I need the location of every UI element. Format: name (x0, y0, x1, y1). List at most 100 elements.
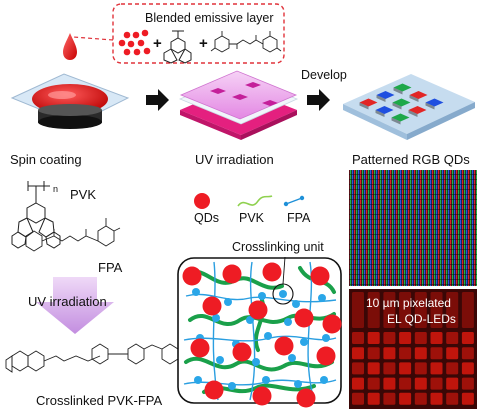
legend-fpa-label: FPA (287, 211, 311, 225)
el-pixel (430, 377, 443, 390)
process-arrow-2 (307, 89, 330, 111)
crosslinked-label: Crosslinked PVK-FPA (36, 393, 163, 408)
el-pixel (446, 377, 459, 390)
rgb-pixel (391, 113, 410, 122)
el-pixel (399, 377, 412, 390)
fpa-node (194, 376, 202, 384)
el-pixel (414, 292, 427, 328)
uv-big-arrow (36, 277, 114, 334)
qd-dots-icon (118, 29, 151, 56)
crosslinked-structure (5, 343, 193, 373)
step-label-spin-coating: Spin coating (10, 152, 82, 167)
fpa-structure-small-icon (210, 31, 282, 53)
fpa-structure (25, 218, 121, 252)
el-pixel (430, 392, 443, 405)
el-micrograph: 10 µm pixelated EL QD-LEDs (349, 289, 477, 409)
el-pixel (430, 292, 443, 328)
qd-particle (310, 266, 330, 286)
el-caption-line2: EL QD-LEDs (387, 312, 456, 326)
rgb-pixel (425, 98, 444, 107)
el-caption-line1: 10 µm pixelated (366, 296, 451, 310)
qd-particle (322, 314, 342, 334)
blend-box-title: Blended emissive layer (145, 11, 274, 25)
el-pixel (399, 392, 412, 405)
el-pixel (352, 377, 364, 390)
qd-particle (294, 308, 314, 328)
fpa-link (249, 261, 256, 401)
fpa-node (279, 290, 287, 298)
el-pixel (399, 332, 412, 344)
el-pixel (446, 292, 459, 328)
fpa-label: FPA (98, 260, 123, 275)
rgb-pixel (409, 91, 428, 99)
el-pixel (399, 362, 412, 375)
fpa-node (320, 376, 328, 384)
plus-icon: + (153, 35, 162, 52)
fpa-node (258, 292, 266, 300)
el-pixel (461, 347, 474, 360)
el-pixel (352, 292, 364, 328)
el-pixel (430, 332, 443, 344)
el-pixel (383, 347, 396, 360)
legend-qd-label: QDs (194, 211, 219, 225)
develop-label: Develop (301, 68, 347, 82)
el-pixel (399, 347, 412, 360)
pvk-repeat-n: n (53, 184, 58, 194)
fpa-node (322, 334, 330, 342)
rgb-pixel-grid (359, 83, 444, 125)
plus-icon: + (199, 35, 208, 52)
qd-particle (204, 380, 224, 400)
el-pixel (383, 332, 396, 344)
fpa-node (246, 316, 254, 324)
qd-particle (316, 346, 336, 366)
rgb-pixel (359, 98, 378, 107)
fpa-node (284, 318, 292, 326)
fpa-node (294, 380, 302, 388)
legend-pvk-swatch (237, 195, 273, 207)
fpa-node (224, 298, 232, 306)
rgb-pixel (376, 91, 395, 99)
patterned-substrate-illustration (343, 74, 475, 140)
qd-particle (252, 386, 272, 406)
fpa-node (292, 300, 300, 308)
el-pixel (367, 377, 380, 390)
uv-arrow-label: UV irradiation (28, 294, 107, 309)
el-pixel (383, 377, 396, 390)
fpa-node (262, 376, 270, 384)
el-pixel (352, 392, 364, 405)
el-pixel (367, 347, 380, 360)
legend-pvk-label: PVK (239, 211, 265, 225)
fpa-node (264, 332, 272, 340)
fpa-node (300, 338, 308, 346)
rgb-pixel (393, 83, 412, 92)
qd-particle (248, 300, 268, 320)
el-pixel (414, 362, 427, 375)
fpa-node (252, 358, 260, 366)
el-pixel (446, 347, 459, 360)
el-pixel (414, 377, 427, 390)
qd-particle (190, 338, 210, 358)
rgb-pixel (392, 98, 411, 107)
el-pixel (383, 392, 396, 405)
pvk-structure-label: PVK (70, 187, 96, 202)
blended-layer-box: Blended emissive layer + + (72, 3, 285, 64)
el-pixel (367, 292, 380, 328)
fpa-node (288, 354, 296, 362)
el-pixel (414, 332, 427, 344)
el-pixel (367, 392, 380, 405)
fpa-node (228, 382, 236, 390)
el-pixel (414, 392, 427, 405)
el-pixel (383, 292, 396, 328)
el-pixel (461, 392, 474, 405)
el-pixel (461, 292, 474, 328)
spin-coater-illustration (10, 33, 130, 129)
qd-particle (296, 388, 316, 408)
el-pixel (461, 377, 474, 390)
legend-qd-swatch (194, 193, 210, 209)
el-pixel (367, 332, 380, 344)
legend: QDs PVK FPA (194, 193, 311, 225)
el-pixel (461, 332, 474, 344)
fpa-node (318, 294, 326, 302)
fpa-link (185, 293, 337, 303)
rgb-pixel (408, 106, 427, 114)
